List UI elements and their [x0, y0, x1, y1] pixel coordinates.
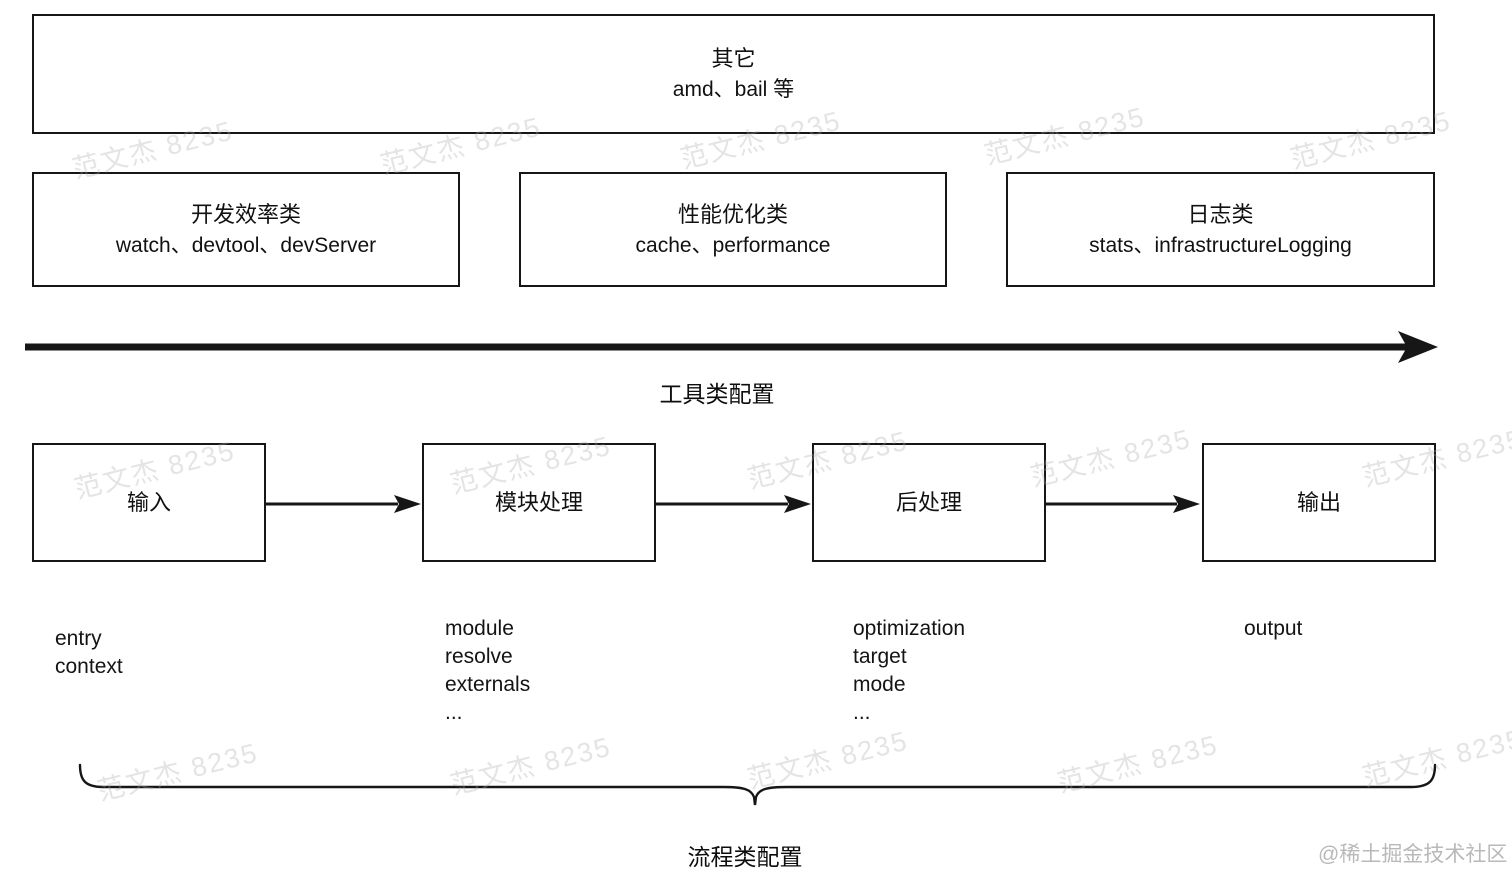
prop-item: ... [445, 701, 463, 724]
prop-item: ... [853, 701, 871, 724]
flow-connector-arrow-icon [655, 495, 811, 513]
input-props-list: entry context [55, 625, 123, 681]
flow-box-post-processing: 后处理 [812, 443, 1046, 562]
logging-box: 日志类 stats、infrastructureLogging [1006, 172, 1435, 287]
logging-subtitle: stats、infrastructureLogging [1089, 233, 1352, 257]
flow-box-module-processing-label: 模块处理 [494, 490, 583, 515]
flow-box-output-label: 输出 [1296, 490, 1341, 515]
flow-box-post-processing-label: 后处理 [895, 490, 962, 515]
logging-title: 日志类 [1187, 201, 1254, 227]
prop-item: module [445, 617, 514, 640]
flow-brace-icon [78, 763, 1437, 806]
dev-efficiency-box: 开发效率类 watch、devtool、devServer [32, 172, 460, 287]
prop-item: resolve [445, 645, 513, 668]
flow-box-module-processing: 模块处理 [422, 443, 656, 562]
prop-item: output [1244, 617, 1303, 640]
flow-connector-arrow-icon [265, 495, 421, 513]
prop-item: target [853, 645, 907, 668]
module-props-list: module resolve externals ... [445, 615, 530, 727]
performance-title: 性能优化类 [677, 201, 788, 227]
tool-axis-arrow-icon [25, 331, 1438, 363]
flow-box-input-label: 输入 [126, 490, 171, 515]
tool-axis-label: 工具类配置 [659, 381, 775, 407]
flow-brace-label: 流程类配置 [687, 844, 803, 870]
community-credit: @稀土掘金技术社区 [1318, 843, 1508, 866]
prop-item: context [55, 655, 123, 678]
post-props-list: optimization target mode ... [853, 615, 965, 727]
flow-box-output: 输出 [1202, 443, 1436, 562]
prop-item: entry [55, 627, 102, 650]
dev-efficiency-subtitle: watch、devtool、devServer [115, 233, 377, 257]
prop-item: mode [853, 673, 906, 696]
flow-connector-arrow-icon [1044, 495, 1200, 513]
other-config-box: 其它 amd、bail 等 [32, 14, 1435, 134]
performance-box: 性能优化类 cache、performance [519, 172, 947, 287]
other-config-subtitle: amd、bail 等 [672, 78, 795, 101]
output-props-list: output [1244, 615, 1302, 643]
dev-efficiency-title: 开发效率类 [190, 201, 301, 227]
prop-item: externals [445, 673, 531, 696]
watermark-text: 范文杰 8235 [1027, 423, 1195, 493]
prop-item: optimization [853, 617, 966, 640]
flow-box-input: 输入 [32, 443, 266, 562]
other-config-title: 其它 [711, 46, 756, 71]
performance-subtitle: cache、performance [635, 233, 831, 257]
